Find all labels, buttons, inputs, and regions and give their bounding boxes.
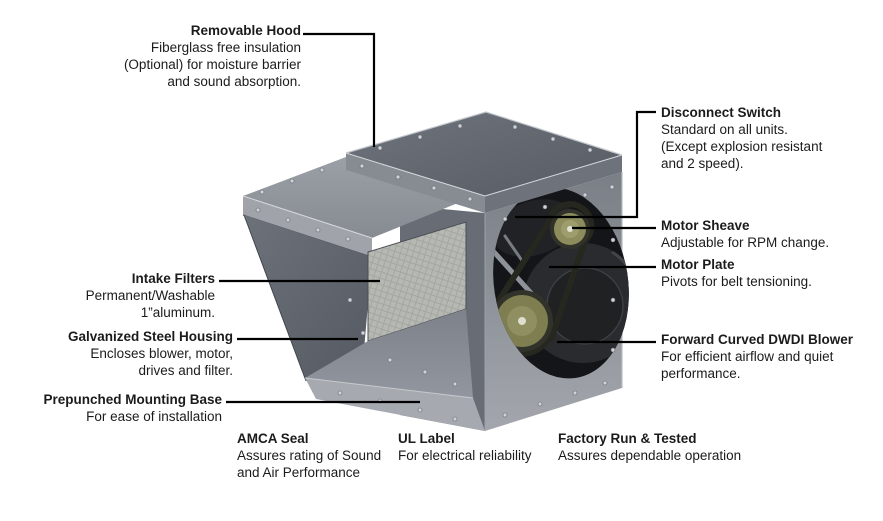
callout-factory-run-tested: Factory Run & Tested Assures dependable … <box>558 430 741 464</box>
callout-prepunched-mounting-base: Prepunched Mounting Base For ease of ins… <box>43 391 222 425</box>
blower-unit-body <box>242 111 643 431</box>
blower-inlet-cone <box>546 267 624 345</box>
callout-line: and 2 speed). <box>661 156 744 171</box>
callout-removable-hood: Removable Hood Fiberglass free insulatio… <box>124 22 301 90</box>
callout-title: Disconnect Switch <box>661 105 782 120</box>
mounting-base-skirt <box>305 378 485 431</box>
callout-motor-plate: Motor Plate Pivots for belt tensioning. <box>661 256 812 290</box>
callout-ul-label: UL Label For electrical reliability <box>398 430 532 464</box>
callout-line: and sound absorption. <box>167 74 301 89</box>
callout-leader-lines <box>219 32 656 404</box>
callout-disconnect-switch: Disconnect Switch Standard on all units.… <box>661 104 822 172</box>
callout-title: Prepunched Mounting Base <box>43 392 222 407</box>
screws <box>255 123 616 422</box>
motor-sheave-pulley <box>550 209 590 249</box>
callout-line: Assures rating of Sound <box>237 448 382 463</box>
callout-title: UL Label <box>398 431 455 446</box>
callout-line: Encloses blower, motor, <box>90 346 233 361</box>
callout-title: Forward Curved DWDI Blower <box>661 332 854 347</box>
intake-shelf-front-band <box>243 196 372 257</box>
callout-title: Galvanized Steel Housing <box>67 329 233 344</box>
leader-disconnect-switch <box>515 110 656 219</box>
callout-line: Permanent/Washable <box>85 288 215 303</box>
callout-line: Standard on all units. <box>661 122 788 137</box>
blower-sheave-pulley <box>491 290 553 352</box>
intake-shelf <box>243 157 475 238</box>
callout-title: Factory Run & Tested <box>558 431 697 446</box>
callout-motor-sheave: Motor Sheave Adjustable for RPM change. <box>661 217 829 251</box>
lower-chute-panel <box>305 309 473 398</box>
callout-line: drives and filter. <box>138 363 233 378</box>
callout-title: Motor Sheave <box>661 218 750 233</box>
callout-line: For efficient airflow and quiet <box>661 349 834 364</box>
callout-title: Motor Plate <box>661 257 735 272</box>
callout-amca-seal: AMCA Seal Assures rating of Sound and Ai… <box>237 430 381 481</box>
callout-intake-filters: Intake Filters Permanent/Washable 1”alum… <box>86 270 215 321</box>
callout-line: For electrical reliability <box>398 448 532 463</box>
callout-line: Assures dependable operation <box>558 448 742 463</box>
callout-line: For ease of installation <box>86 409 222 424</box>
callout-line: and Air Performance <box>237 465 361 480</box>
callout-line: (Except explosion resistant <box>661 139 823 154</box>
callout-title: AMCA Seal <box>237 431 309 446</box>
callout-galvanized-steel-housing: Galvanized Steel Housing Encloses blower… <box>68 328 233 379</box>
callout-line: (Optional) for moisture barrier <box>123 57 301 72</box>
leader-removable-hood <box>303 32 376 147</box>
callout-line: performance. <box>661 366 741 381</box>
callout-line: Adjustable for RPM change. <box>661 235 830 250</box>
callout-line: 1”aluminum. <box>140 305 215 320</box>
callout-line: Fiberglass free insulation <box>150 40 301 55</box>
callout-dwdi-blower: Forward Curved DWDI Blower For efficient… <box>661 331 853 382</box>
callout-title: Removable Hood <box>190 23 301 38</box>
callout-title: Intake Filters <box>131 271 215 286</box>
callout-line: Pivots for belt tensioning. <box>661 274 812 289</box>
hood-front-right-band <box>485 155 622 213</box>
hood-front-left-band <box>346 153 485 213</box>
